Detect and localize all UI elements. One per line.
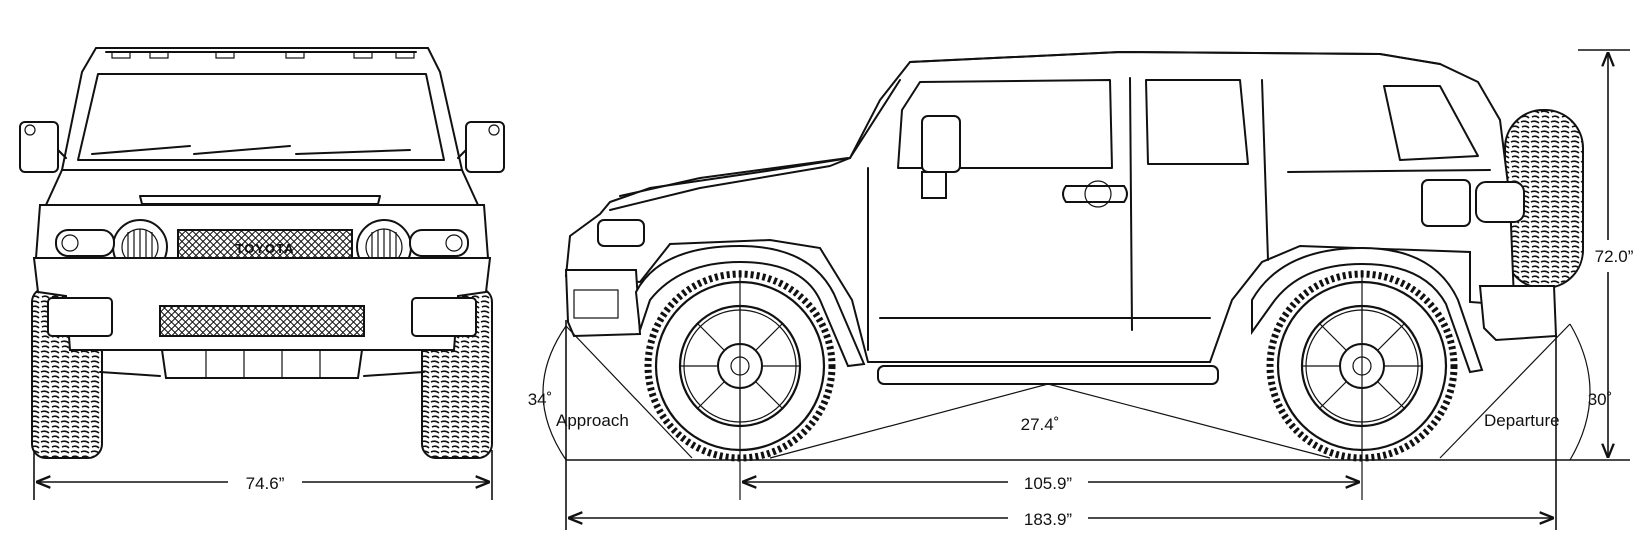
side-body <box>564 50 1516 363</box>
front-left-signal <box>55 229 115 257</box>
front-hood <box>44 169 480 206</box>
front-left-mirror <box>19 121 59 173</box>
front-left-foglight <box>47 297 113 337</box>
front-fender-flare <box>634 244 866 368</box>
front-width-label: 74.6” <box>246 474 285 493</box>
side-rear-bumper <box>1478 285 1558 342</box>
approach-label: Approach <box>556 411 629 430</box>
front-right-mirror <box>465 121 505 173</box>
front-bumper <box>32 257 492 351</box>
front-door-window <box>897 79 1113 169</box>
approach-line <box>565 325 693 459</box>
side-view <box>564 50 1584 500</box>
approach-angle-label: 34˚ <box>528 390 553 409</box>
running-board <box>877 365 1219 385</box>
length-label: 183.9” <box>1024 510 1073 529</box>
front-lower-grille <box>159 305 365 337</box>
breakover-lines <box>769 383 1331 459</box>
front-skid-plate <box>160 349 364 379</box>
front-windshield <box>77 73 445 161</box>
breakover-angle-label: 27.4˚ <box>1021 415 1060 434</box>
departure-label: Departure <box>1484 411 1560 430</box>
grille-logo: TOYOTA <box>236 241 295 256</box>
front-view: TOYOTA <box>19 47 505 459</box>
fuel-door <box>1421 179 1471 227</box>
front-right-foglight <box>411 297 477 337</box>
tail-light <box>1475 181 1525 223</box>
side-front-bumper <box>564 269 642 338</box>
rear-fender-flare <box>1251 246 1484 374</box>
wheelbase-label: 105.9” <box>1024 474 1073 493</box>
wipers <box>91 145 411 155</box>
height-label: 72.0” <box>1595 247 1634 266</box>
front-right-signal <box>409 229 469 257</box>
departure-line <box>1439 323 1571 459</box>
rear-door-window <box>1145 79 1249 165</box>
side-mirror <box>921 115 961 173</box>
dimension-annotations: 74.6” 72.0” 105.9” 183.9” 27.4˚ 34˚ Appr… <box>33 49 1642 530</box>
side-headlight <box>597 219 645 247</box>
departure-angle-label: 30˚ <box>1588 390 1613 409</box>
door-handle <box>1062 185 1128 203</box>
rear-quarter-window <box>1383 85 1479 161</box>
